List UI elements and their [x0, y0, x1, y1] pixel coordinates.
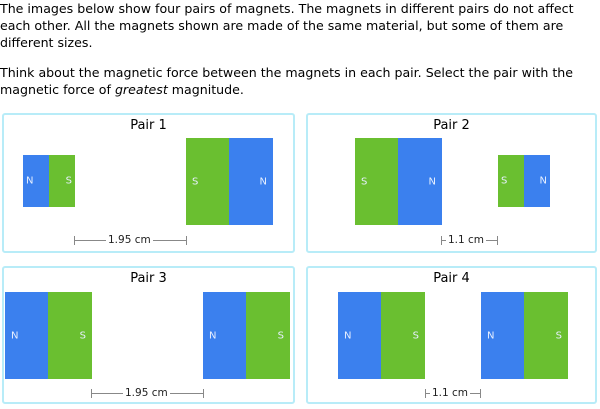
magnet-large: S N — [186, 138, 273, 225]
prompt-emphasis: greatest — [114, 82, 168, 97]
south-pole-label: S — [277, 330, 284, 341]
distance-label: 1.1 cm — [430, 387, 471, 399]
distance-ruler: 1.95 cm — [74, 234, 187, 246]
pair-4-option[interactable]: Pair 4 N S N S 1.1 cm — [306, 266, 597, 404]
south-pole-label: S — [192, 176, 199, 187]
north-pole-label: N — [539, 175, 547, 187]
pair-title: Pair 1 — [130, 118, 167, 133]
distance-label: 1.95 cm — [106, 234, 153, 246]
magnet-large: N S — [481, 292, 568, 379]
south-pole-label: S — [501, 175, 508, 187]
prompt-text-end: magnitude. — [167, 82, 244, 97]
pair-3-option[interactable]: Pair 3 N S N S 1.95 cm — [2, 266, 295, 404]
south-pole-label: S — [412, 330, 419, 341]
pair-title: Pair 2 — [433, 118, 470, 133]
distance-label: 1.95 cm — [123, 387, 170, 399]
pair-2-option[interactable]: Pair 2 S N S N 1.1 cm — [306, 113, 597, 253]
south-pole-label: S — [361, 176, 368, 187]
south-pole-label: S — [555, 330, 562, 341]
magnet-small: N S — [23, 155, 75, 207]
prompt-text: Think about the magnetic force between t… — [0, 65, 573, 97]
north-pole-label: N — [26, 175, 34, 187]
distance-ruler: 1.1 cm — [425, 387, 481, 399]
north-pole-label: N — [428, 176, 436, 187]
north-pole-label: N — [487, 330, 495, 341]
south-pole-label: S — [79, 330, 86, 341]
south-pole-label: S — [65, 175, 72, 187]
pair-1-option[interactable]: Pair 1 N S S N 1.95 cm — [2, 113, 295, 253]
north-pole-label: N — [11, 330, 19, 341]
distance-ruler: 1.1 cm — [441, 234, 498, 246]
pair-title: Pair 4 — [433, 271, 470, 286]
north-pole-label: N — [259, 176, 267, 187]
magnet-large: N S — [338, 292, 425, 379]
distance-label: 1.1 cm — [446, 234, 487, 246]
north-pole-label: N — [344, 330, 352, 341]
magnet-large: N S — [5, 292, 92, 379]
question-prompt: Think about the magnetic force between t… — [0, 64, 600, 98]
magnet-large: N S — [203, 292, 290, 379]
pair-title: Pair 3 — [130, 271, 167, 286]
question-intro: The images below show four pairs of magn… — [0, 1, 574, 50]
distance-ruler: 1.95 cm — [91, 387, 204, 399]
north-pole-label: N — [209, 330, 217, 341]
magnet-small: S N — [498, 155, 550, 207]
magnet-large: S N — [355, 138, 442, 225]
